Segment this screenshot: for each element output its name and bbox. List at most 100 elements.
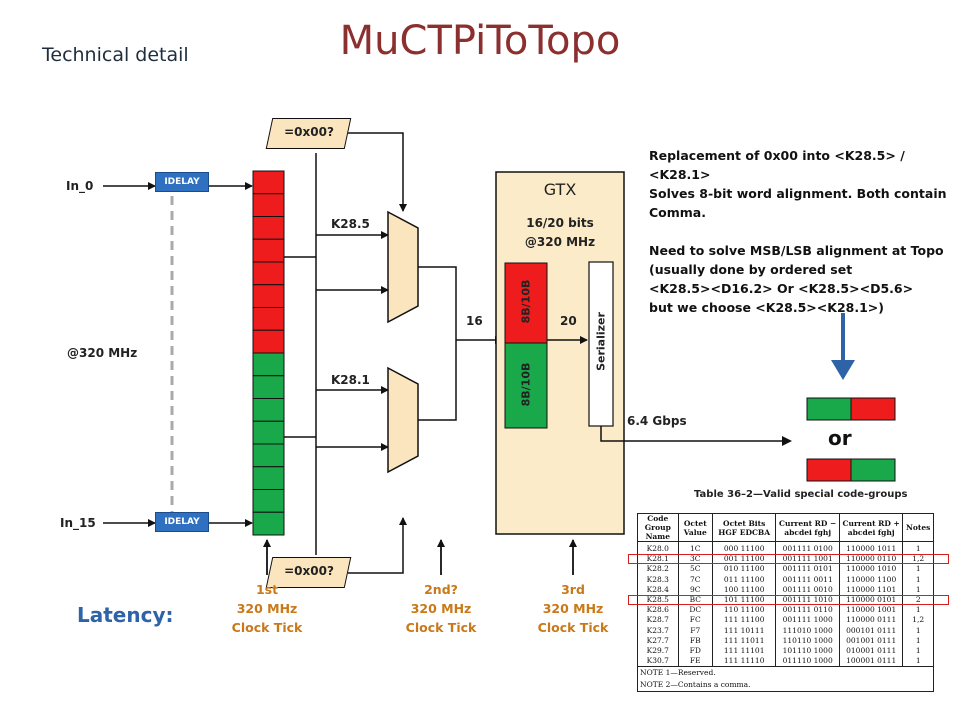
code-table-note-row: NOTE 2—Contains a comma. — [637, 679, 934, 692]
clock-tick-2-freq: 320 MHz — [410, 601, 472, 616]
code-table-cell: K28.2 — [637, 564, 679, 575]
code-table-cell: 111010 1000 — [775, 625, 840, 636]
word-option-2-red — [806, 458, 852, 482]
gtx-bits-label: 16/20 bits — [526, 216, 594, 230]
note-line-2: Solves 8-bit word alignment. Both contai… — [649, 186, 947, 201]
bus-width-out: 20 — [560, 314, 577, 328]
idelay-top: IDELAY — [155, 172, 209, 192]
shift-register — [252, 170, 285, 536]
code-table-cell: 1,2 — [902, 554, 934, 565]
clock-tick-2-label: Clock Tick — [405, 620, 477, 635]
or-label: or — [828, 426, 852, 450]
code-table-cell: 011110 1000 — [775, 656, 840, 667]
code-table-cell: FC — [677, 615, 713, 626]
code-table-cell: DC — [677, 605, 713, 616]
register-cell — [252, 284, 285, 308]
mux-bottom — [387, 366, 419, 474]
code-table-cell: 110000 0101 — [838, 595, 903, 606]
code-table-cell: K28.4 — [637, 584, 679, 596]
bus-width-in: 16 — [466, 314, 483, 328]
input-label-in0: In_0 — [66, 179, 94, 193]
register-cell — [252, 375, 285, 399]
word-option-1-red — [850, 397, 896, 421]
code-table-cell: K29.7 — [637, 646, 679, 657]
clock-tick-1-label: Clock Tick — [231, 620, 303, 635]
register-cell — [252, 238, 285, 263]
code-table-cell: 111 11101 — [711, 646, 776, 657]
note-line-1: Replacement of 0x00 into <K28.5> / <K28.… — [649, 148, 905, 182]
register-cell — [252, 466, 285, 490]
code-table-cell: 010001 0111 — [838, 646, 903, 657]
gtx-title: GTX — [543, 180, 577, 199]
mux-top-output — [418, 266, 457, 340]
code-table-cell: 1 — [902, 635, 934, 647]
code-table-cell: 110000 1101 — [838, 584, 903, 596]
note-line-5: (usually done by ordered set — [649, 262, 853, 277]
code-table-cell: 110110 1000 — [775, 635, 840, 647]
code-table-cell: 111 11011 — [711, 635, 776, 647]
register-cell — [252, 307, 285, 331]
register-cell — [252, 420, 285, 445]
code-table-cell: 111 11110 — [711, 656, 776, 667]
code-table-cell: 1 — [902, 574, 934, 585]
encoder-top-label: 8B/10B — [519, 279, 533, 324]
latency-label: Latency: — [77, 603, 174, 627]
code-table-cell: 111 10111 — [711, 625, 776, 636]
code-table-cell: 110000 1001 — [838, 605, 903, 616]
code-table-cell: 111 11100 — [711, 615, 776, 626]
code-table-note-row: NOTE 1—Reserved. — [637, 666, 934, 680]
link-speed-label: 6.4 Gbps — [627, 414, 687, 428]
code-table-cell: 001111 1001 — [775, 554, 840, 565]
code-table-cell: 1C — [677, 541, 713, 555]
code-table-note-1: NOTE 1—Reserved. — [637, 666, 934, 680]
code-table-cell: 011 11100 — [711, 574, 776, 585]
code-table-cell: 1 — [902, 625, 934, 636]
register-cell — [252, 216, 285, 240]
code-table-cell: 001111 0100 — [775, 541, 840, 555]
code-table-cell: 000101 0111 — [838, 625, 903, 636]
comparator-bottom-to-mux — [348, 517, 407, 574]
clock-tick-1-order: 1st — [255, 582, 279, 597]
code-table-cell: 110000 1010 — [838, 564, 903, 575]
code-table-cell: BC — [677, 595, 713, 606]
encoder-bottom — [504, 342, 548, 429]
code-table-cell: K28.1 — [637, 554, 679, 565]
code-table-cell: K23.7 — [637, 625, 679, 636]
code-table-header: Octet Value — [677, 513, 713, 542]
comparator-top-to-mux — [348, 132, 407, 212]
blue-down-arrow-head — [831, 360, 855, 380]
code-table-cell: 100001 0111 — [838, 656, 903, 667]
serializer-box — [588, 261, 614, 427]
code-table-cell: 7C — [677, 574, 713, 585]
page-title: MuCTPiToTopo — [339, 18, 621, 64]
code-table-header: Current RD + abcdei fghj — [838, 513, 903, 542]
code-table-cell: 5C — [677, 564, 713, 575]
code-table-header: Current RD − abcdei fghj — [775, 513, 840, 542]
mux-top-label: K28.5 — [331, 217, 370, 231]
clock-tick-2-order: 2nd? — [424, 582, 458, 597]
clock-tick-1-freq: 320 MHz — [236, 601, 298, 616]
code-table-cell: K28.6 — [637, 605, 679, 616]
register-cell — [252, 511, 285, 536]
code-table-cell: FE — [677, 656, 713, 667]
code-table-header: Code Group Name — [637, 513, 679, 542]
page-subtitle: Technical detail — [42, 44, 189, 66]
code-table-cell: 1 — [902, 656, 934, 667]
code-table-cell: 001111 0010 — [775, 584, 840, 596]
code-table-header: Notes — [902, 513, 934, 542]
code-table-cell: 9C — [677, 584, 713, 596]
code-table-cell: 110000 1100 — [838, 574, 903, 585]
code-table-cell: 001 11100 — [711, 554, 776, 565]
code-table-cell: FB — [677, 635, 713, 647]
